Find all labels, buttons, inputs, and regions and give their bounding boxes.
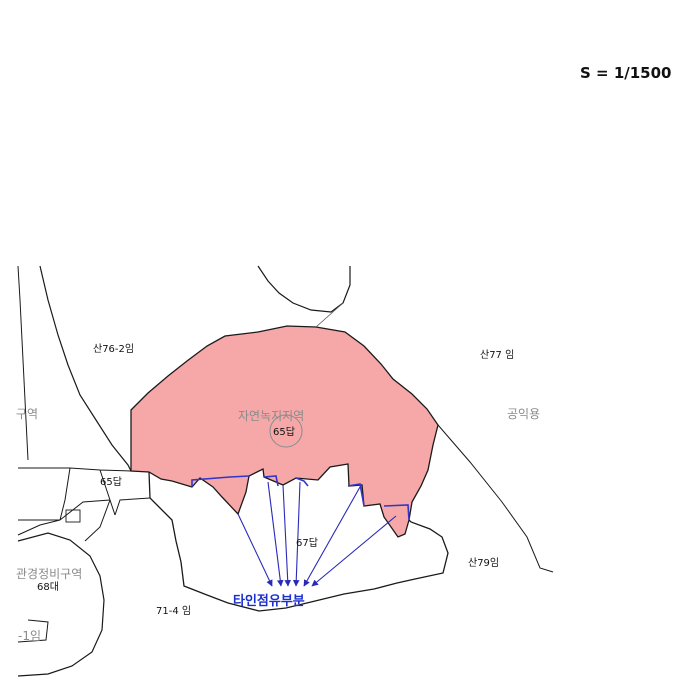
label-public-use: 공익용	[507, 407, 540, 421]
right-diagonal-line	[437, 424, 554, 573]
connector-line	[315, 302, 344, 328]
label-lot67: 67답	[296, 537, 318, 549]
label-left-bottom-zone: 관경정비구역	[16, 567, 82, 581]
scale-label: S = 1/1500	[580, 64, 672, 82]
left-road-line	[39, 265, 132, 472]
label-lot71-4: 71-4 임	[156, 604, 191, 617]
label-san77: 산77 임	[480, 348, 514, 361]
label-encroachment: 타인점유부분	[233, 593, 305, 609]
small-parcel-box	[65, 509, 81, 523]
small-parcel-bottom	[17, 619, 49, 643]
lot-65-circle	[269, 414, 303, 448]
label-lot65: 65답	[100, 476, 122, 488]
parcel-67-boundary	[148, 471, 449, 612]
natural-green-zone-area	[130, 325, 439, 538]
left-road-line-2	[17, 265, 29, 461]
label-lot65-center: 65답	[273, 426, 295, 438]
label-san79: 산79임	[468, 556, 499, 569]
label-lot68: 68대	[37, 581, 59, 593]
label-natural-green-zone: 자연녹지지역	[238, 409, 304, 423]
left-bottom-parcel	[17, 532, 105, 677]
label-left-zone: 구역	[16, 407, 38, 421]
encroachment-boundaries	[191, 475, 410, 521]
encroachment-arrows	[237, 481, 397, 587]
left-parcel-lines	[17, 467, 151, 542]
label-left-bottom-small: -1임	[18, 629, 41, 643]
label-san76-2: 산76-2임	[93, 342, 134, 355]
road-curve-top	[257, 265, 351, 313]
